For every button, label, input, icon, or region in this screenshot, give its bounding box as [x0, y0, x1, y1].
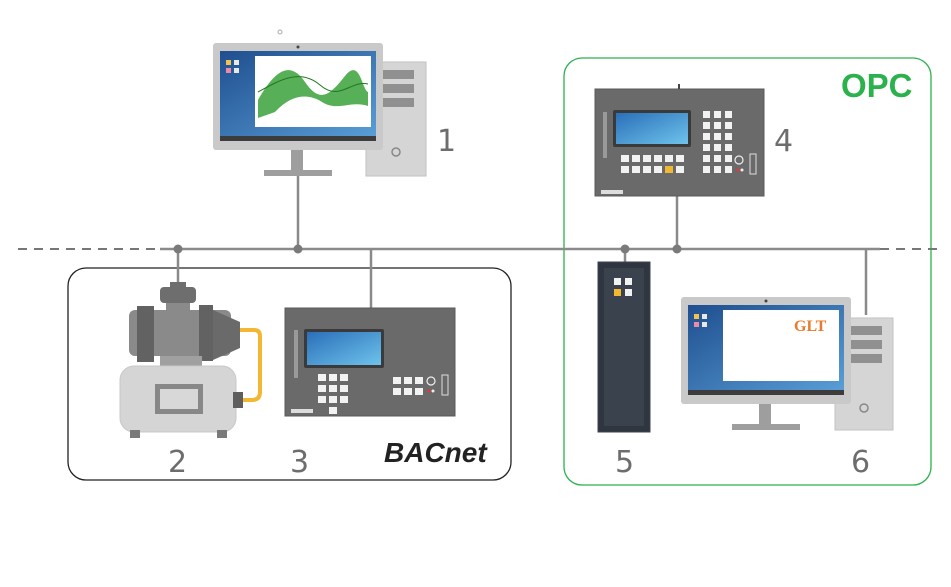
opc-group-box [563, 57, 932, 486]
device-label-6: 6 [851, 445, 870, 480]
controller-4 [594, 84, 765, 197]
device-label-4: 4 [774, 124, 793, 159]
server-tower-5 [597, 261, 651, 433]
opc-label: OPC [841, 67, 913, 104]
device-label-3: 3 [290, 445, 309, 480]
pump-2 [119, 282, 262, 438]
network-bus [18, 176, 940, 315]
workstation-1 [213, 29, 427, 177]
controller-3 [284, 307, 456, 417]
bacnet-label: BACnet [384, 437, 488, 468]
device-label-1: 1 [437, 124, 456, 159]
glt-screen-text: GLT [794, 318, 827, 335]
workstation-6 [681, 297, 894, 431]
device-label-5: 5 [615, 445, 634, 480]
bacnet-group-box [67, 267, 512, 481]
device-label-2: 2 [168, 445, 187, 480]
